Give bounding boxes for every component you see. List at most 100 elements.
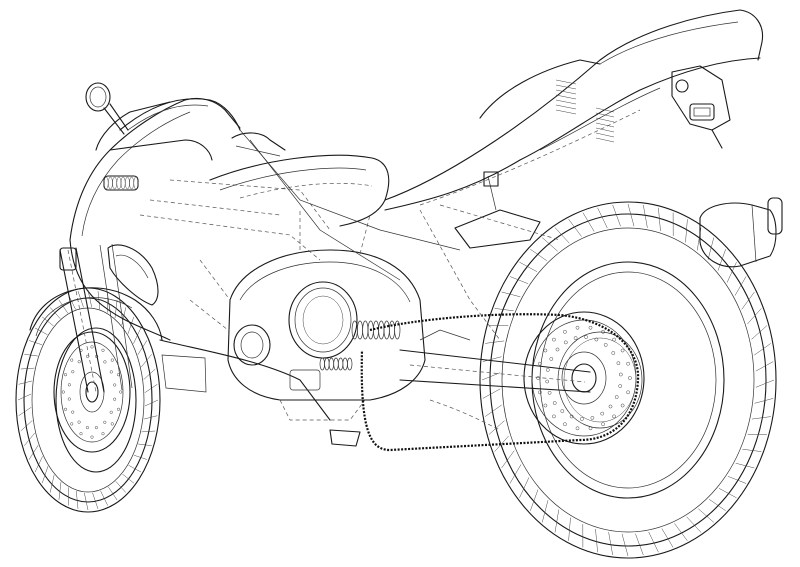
tread-mark: [481, 372, 501, 381]
disc-hole: [573, 336, 578, 340]
tread-mark: [542, 237, 558, 252]
tread-mark: [686, 516, 702, 533]
tread-mark: [509, 464, 522, 484]
tread-mark: [482, 388, 501, 399]
disc-hole: [549, 357, 554, 361]
disc-hole: [538, 361, 542, 366]
disc-hole: [608, 404, 613, 409]
disc-hole: [612, 414, 616, 419]
vent-slat: [595, 137, 615, 143]
tread-mark: [34, 456, 43, 473]
front-fairing: [59, 97, 331, 421]
vent-slat: [555, 89, 577, 95]
disc-hole: [563, 329, 567, 334]
disc-hole: [616, 361, 621, 366]
tread-mark: [494, 435, 509, 452]
vent-slat: [555, 79, 577, 85]
disc-hole: [103, 360, 107, 364]
disc-hole: [109, 410, 113, 414]
disc-hole: [67, 383, 71, 387]
tread-mark: [685, 219, 688, 243]
tread-mark: [635, 533, 644, 556]
tread-mark: [41, 466, 49, 484]
coil-turn: [394, 320, 401, 340]
disc-hole: [113, 383, 117, 387]
disc-hole: [628, 376, 632, 380]
handlebar: [103, 132, 286, 191]
front-brake-disc: [53, 331, 131, 453]
tread-mark: [482, 356, 502, 362]
tread-mark: [658, 207, 661, 232]
disc-hole: [71, 410, 75, 414]
disc-hole: [77, 360, 81, 364]
coil-turn: [319, 357, 325, 371]
disc-hole: [543, 348, 548, 353]
disc-hole: [109, 370, 113, 374]
disc-hole: [70, 358, 74, 362]
tread-mark: [108, 486, 118, 501]
vent-slat: [595, 122, 615, 128]
tread-mark: [708, 498, 726, 512]
tread-mark: [608, 532, 613, 556]
tread-mark: [141, 354, 152, 368]
disc-hole: [560, 409, 565, 413]
disc-hole: [545, 379, 550, 384]
drive-chain: [360, 313, 640, 452]
tread-mark: [34, 327, 48, 335]
disc-hole: [575, 325, 580, 330]
tread-mark: [501, 450, 515, 469]
tread-mark: [612, 204, 621, 227]
disc-hole: [620, 348, 625, 353]
disc-hole: [555, 347, 560, 352]
vent-slat: [595, 117, 615, 123]
disc-hole: [618, 384, 623, 388]
tread-mark: [727, 476, 747, 484]
tread-mark: [755, 379, 775, 388]
vent-slat: [595, 112, 615, 118]
coil-turn: [133, 176, 139, 190]
tread-mark: [128, 465, 142, 473]
mirror: [85, 82, 129, 135]
coil-turn: [112, 176, 117, 190]
tread-mark: [554, 509, 560, 533]
tread-mark: [519, 477, 530, 498]
coil-turn: [103, 176, 109, 190]
disc-hole: [588, 325, 593, 330]
tread-mark: [485, 340, 505, 344]
tread-mark: [137, 340, 148, 355]
tread-mark: [595, 528, 598, 553]
disc-hole: [70, 422, 74, 426]
disc-hole: [116, 407, 121, 411]
coil-turn: [383, 320, 390, 340]
tread-mark: [133, 327, 142, 344]
fuel-tank: [209, 154, 390, 227]
disc-hole: [90, 345, 94, 349]
tail-bracket: [671, 65, 731, 149]
disc-hole: [543, 403, 548, 408]
tread-mark: [621, 533, 629, 557]
tread-mark: [29, 340, 43, 346]
disc-hole: [101, 348, 105, 352]
tread-mark: [707, 237, 715, 260]
turn-indicator: [59, 247, 77, 271]
disc-hole: [101, 432, 105, 436]
tread-mark: [77, 291, 84, 308]
headlight: [107, 244, 159, 306]
swingarm: [399, 329, 591, 393]
tread-mark: [42, 316, 54, 327]
disc-hole: [545, 368, 550, 372]
vent-slat: [595, 132, 615, 138]
tread-mark: [627, 203, 635, 227]
disc-hole: [600, 411, 605, 416]
frame: [239, 129, 561, 341]
vent-slat: [555, 99, 577, 105]
disc-hole: [538, 390, 542, 395]
engine: [227, 210, 426, 421]
tread-mark: [754, 398, 774, 404]
coil-turn: [356, 320, 364, 340]
tread-mark: [648, 531, 659, 553]
disc-hole: [584, 335, 588, 339]
tread-mark: [17, 393, 32, 401]
tread-mark: [501, 291, 521, 298]
